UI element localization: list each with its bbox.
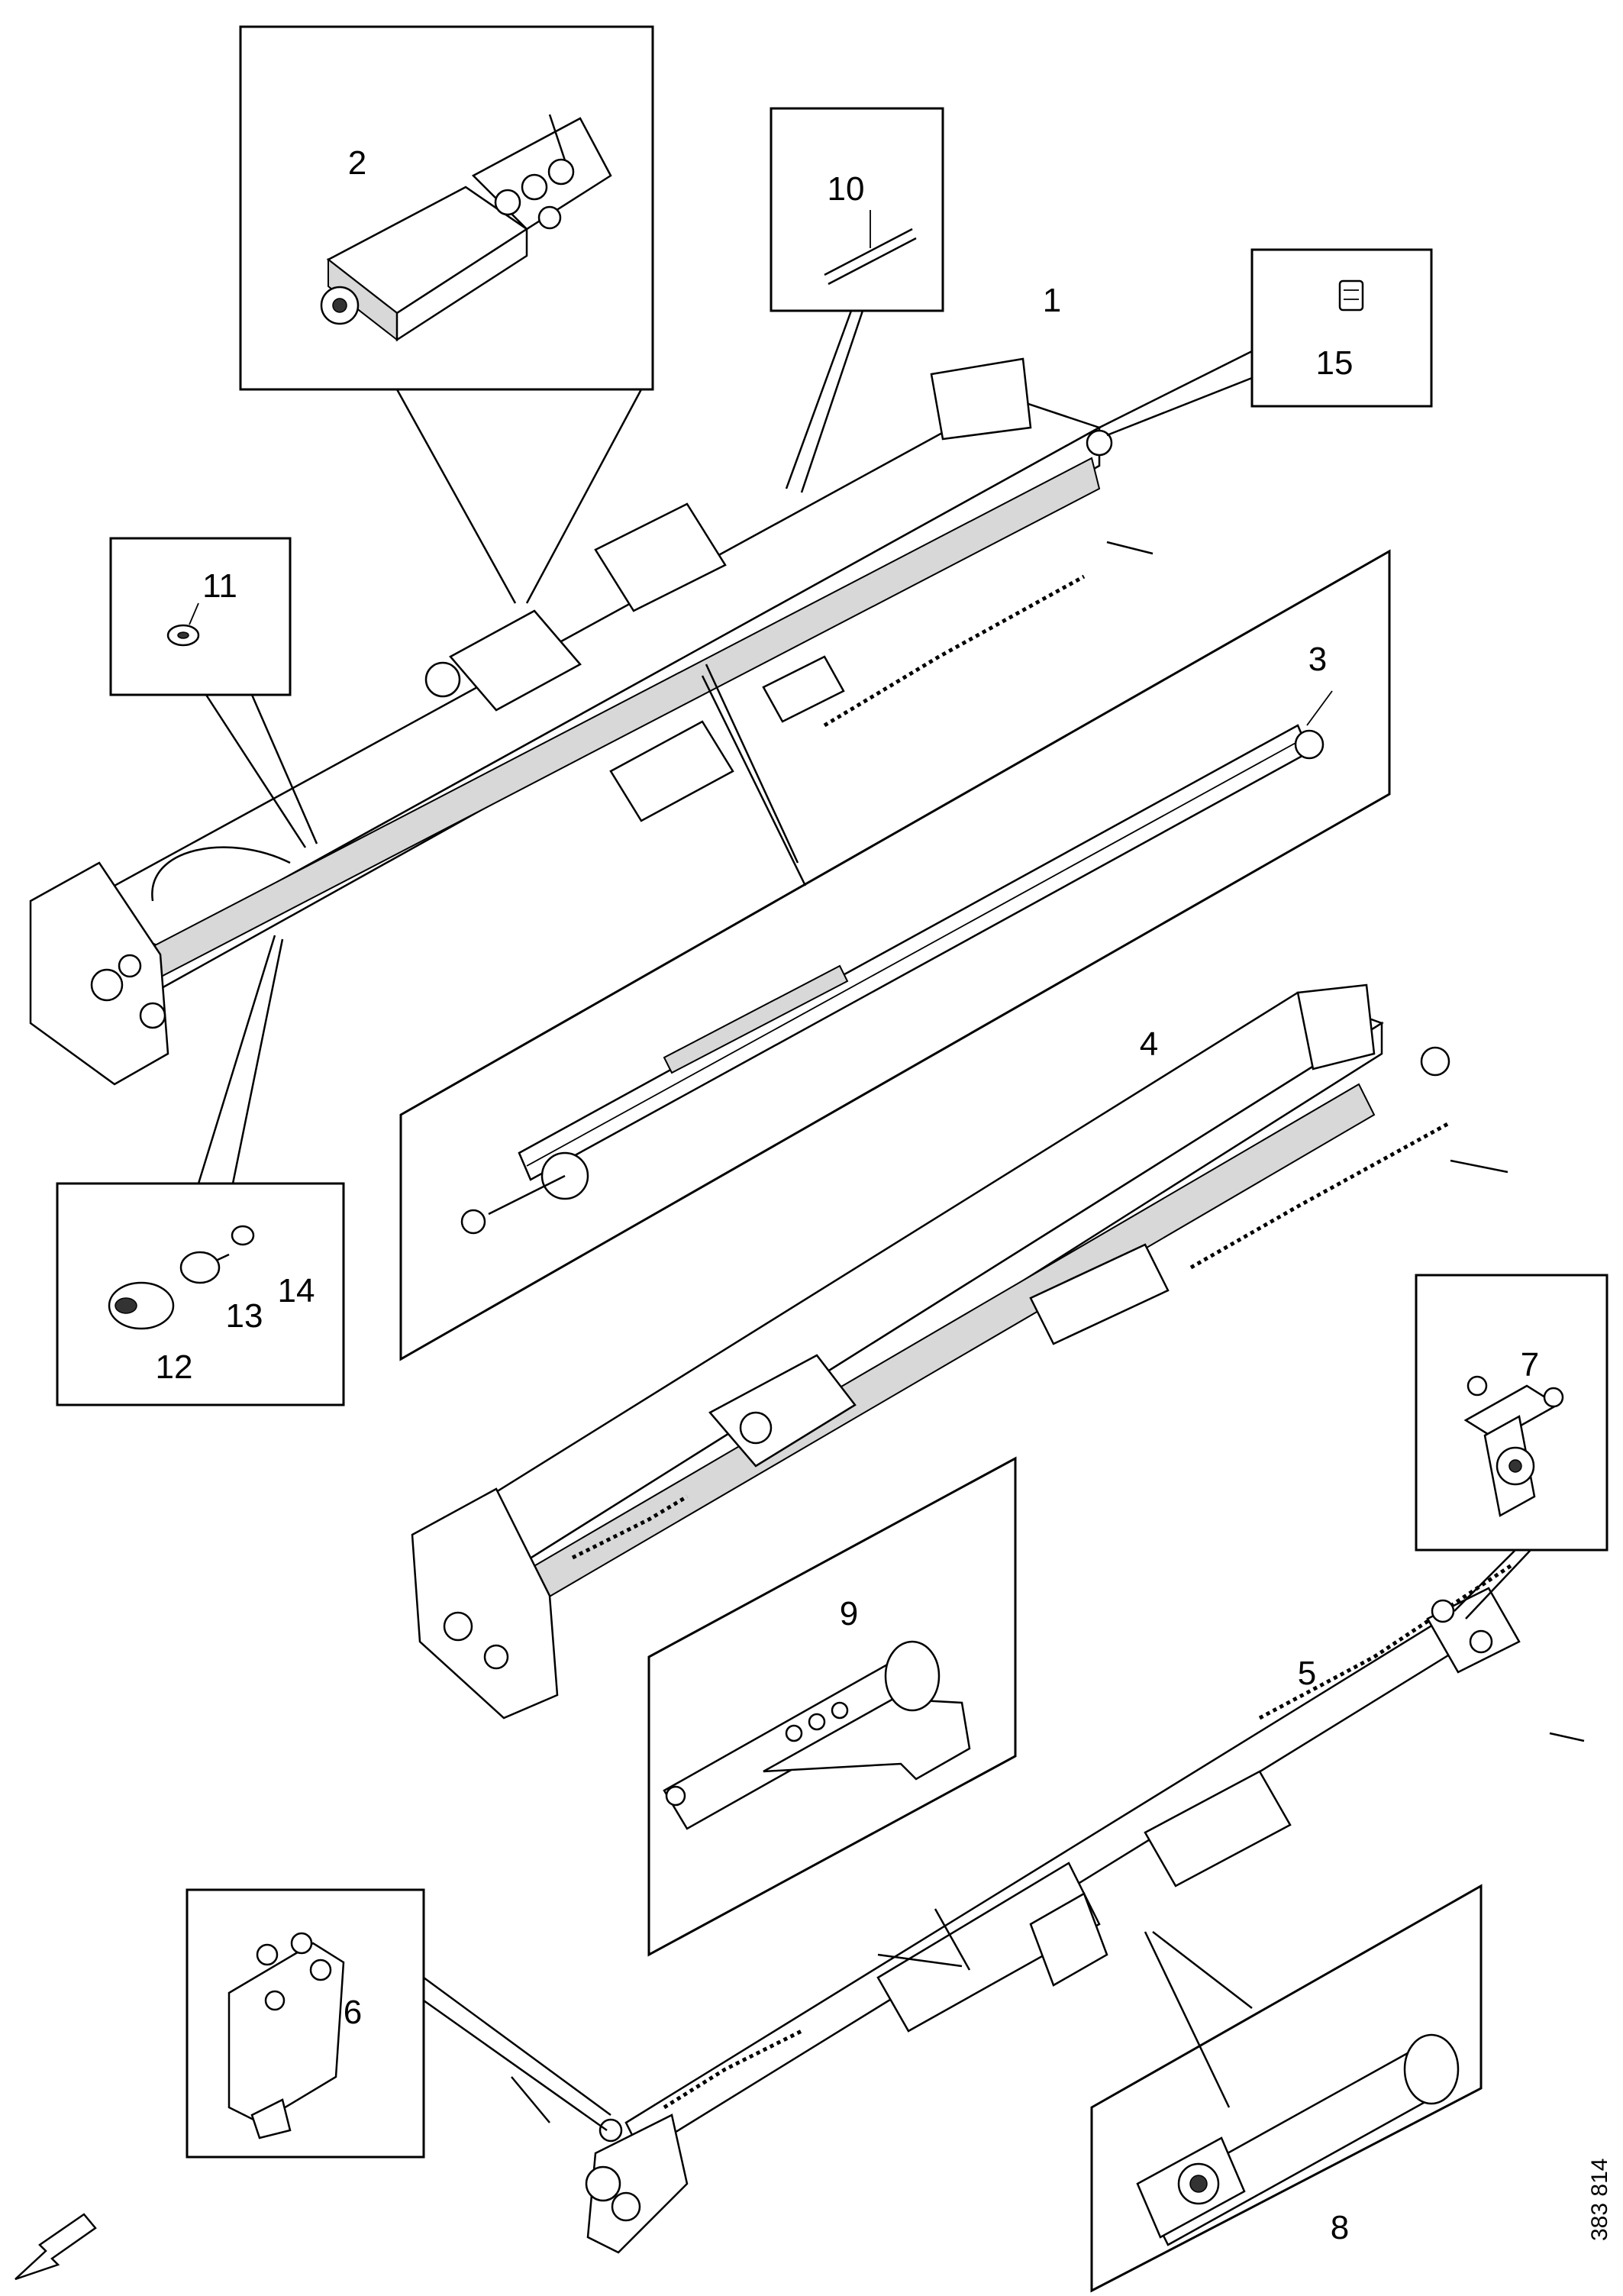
callout-labels: 1 2 3 4 5 6 7 8 9 10 11 12 13 14 15 <box>156 144 1540 2246</box>
callout-4: 4 <box>1140 1025 1158 1063</box>
assembly-5 <box>511 1563 1585 2254</box>
callout-1: 1 <box>1043 282 1061 319</box>
arrow-down-left-icon <box>15 2213 97 2281</box>
leader-lines <box>197 310 1531 2132</box>
detail-frame-15 <box>1250 248 1433 408</box>
callout-6: 6 <box>344 1994 362 2031</box>
callout-13: 13 <box>226 1297 263 1335</box>
callout-3: 3 <box>1308 641 1327 678</box>
assembly-1 <box>29 357 1154 1086</box>
callout-11: 11 <box>202 567 237 605</box>
callout-2: 2 <box>348 144 366 182</box>
callout-5: 5 <box>1298 1655 1316 1692</box>
callout-15: 15 <box>1316 344 1354 382</box>
callout-10: 10 <box>828 170 865 208</box>
detail-frame-10 <box>770 107 944 312</box>
callout-8: 8 <box>1331 2209 1349 2246</box>
reference-number: 383 814 <box>1587 2159 1612 2241</box>
callout-9: 9 <box>840 1595 858 1632</box>
detail-frame-6 <box>186 1888 425 2159</box>
detail-frame-12-13-14 <box>56 1182 345 1406</box>
detail-frame-11 <box>109 537 292 696</box>
detail-frame-7 <box>1415 1274 1608 1552</box>
callout-12: 12 <box>156 1348 193 1386</box>
callout-7: 7 <box>1521 1346 1539 1384</box>
detail-frame-2 <box>239 25 654 391</box>
detail-frame-8 <box>1090 1884 1483 2293</box>
detail-frame-9 <box>647 1456 1017 1957</box>
detail-frame-3 <box>399 549 1391 1361</box>
assembly-4 <box>411 983 1508 1720</box>
callout-14: 14 <box>278 1272 315 1309</box>
